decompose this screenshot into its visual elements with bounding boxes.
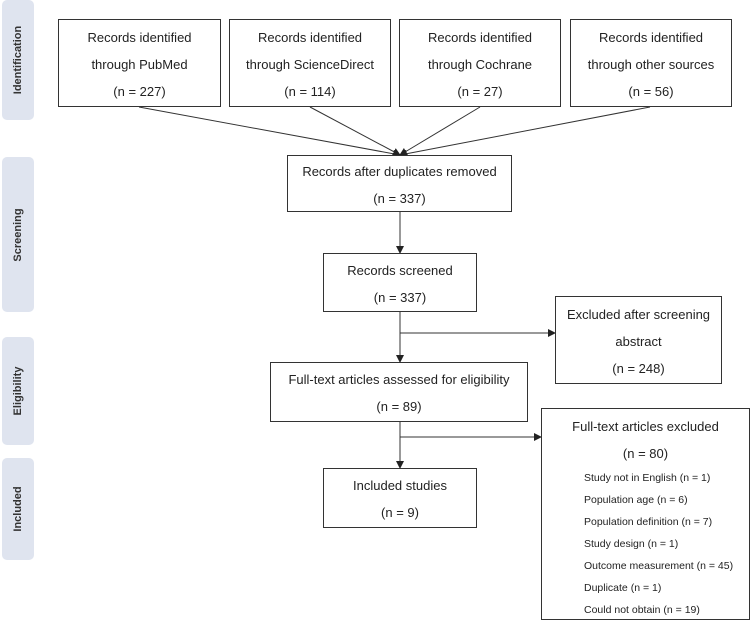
fulltext-excluded-box: Full-text articles excluded (n = 80) Stu…	[541, 408, 750, 620]
exclusion-reason: Could not obtain (n = 19)	[584, 604, 700, 616]
exclusion-reason: Population age (n = 6)	[584, 494, 688, 506]
phase-included: Included	[2, 458, 34, 560]
duplicates-removed-box: Records after duplicates removed(n = 337…	[287, 155, 512, 212]
arrow-sciencedirect	[309, 106, 401, 156]
phase-eligibility: Eligibility	[2, 337, 34, 445]
arrow-pubmed	[138, 106, 401, 158]
exclusion-reason: Study design (n = 1)	[584, 538, 679, 550]
exclusion-reason: Population definition (n = 7)	[584, 516, 713, 528]
arrow-other	[399, 106, 651, 158]
fulltext-assessed-box: Full-text articles assessed for eligibil…	[270, 362, 528, 422]
records-screened-box: Records screened(n = 337)	[323, 253, 477, 312]
exclusion-reason: Duplicate (n = 1)	[584, 582, 662, 594]
included-studies-box: Included studies(n = 9)	[323, 468, 477, 528]
exclusion-reason: Outcome measurement (n = 45)	[584, 560, 734, 572]
exclusion-reason: Study not in English (n = 1)	[584, 472, 711, 484]
phase-identification: Identification	[2, 0, 34, 120]
arrow-cochrane	[399, 106, 481, 156]
phase-screening: Screening	[2, 157, 34, 312]
